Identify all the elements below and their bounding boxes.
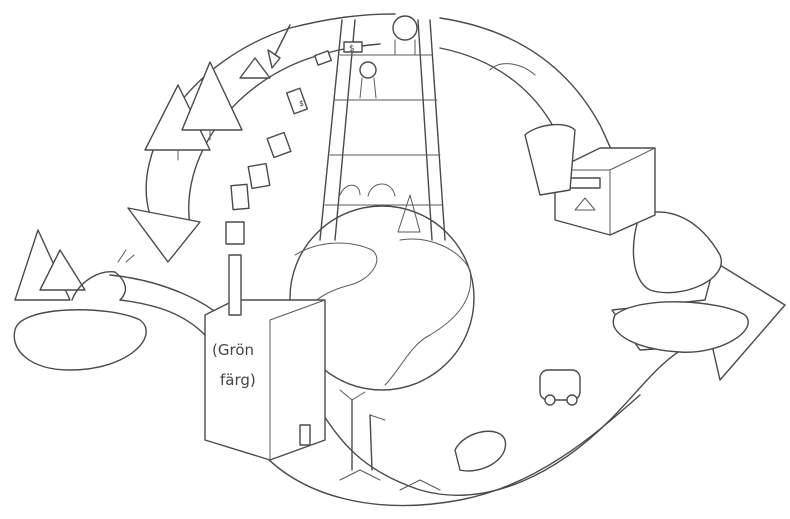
money-symbol: $ [299, 99, 304, 108]
person-middle-head [360, 62, 376, 78]
road-items [455, 370, 580, 471]
factory-sign-line1: (Grön [212, 341, 254, 359]
money-notes: $ [226, 51, 331, 244]
recycling-station [490, 64, 655, 235]
factory-sign-line2: färg) [220, 371, 256, 389]
animals-left [15, 230, 134, 300]
wind-turbines [340, 390, 440, 490]
person-top-head [393, 16, 417, 40]
ladder-money-label: $ [349, 44, 355, 54]
